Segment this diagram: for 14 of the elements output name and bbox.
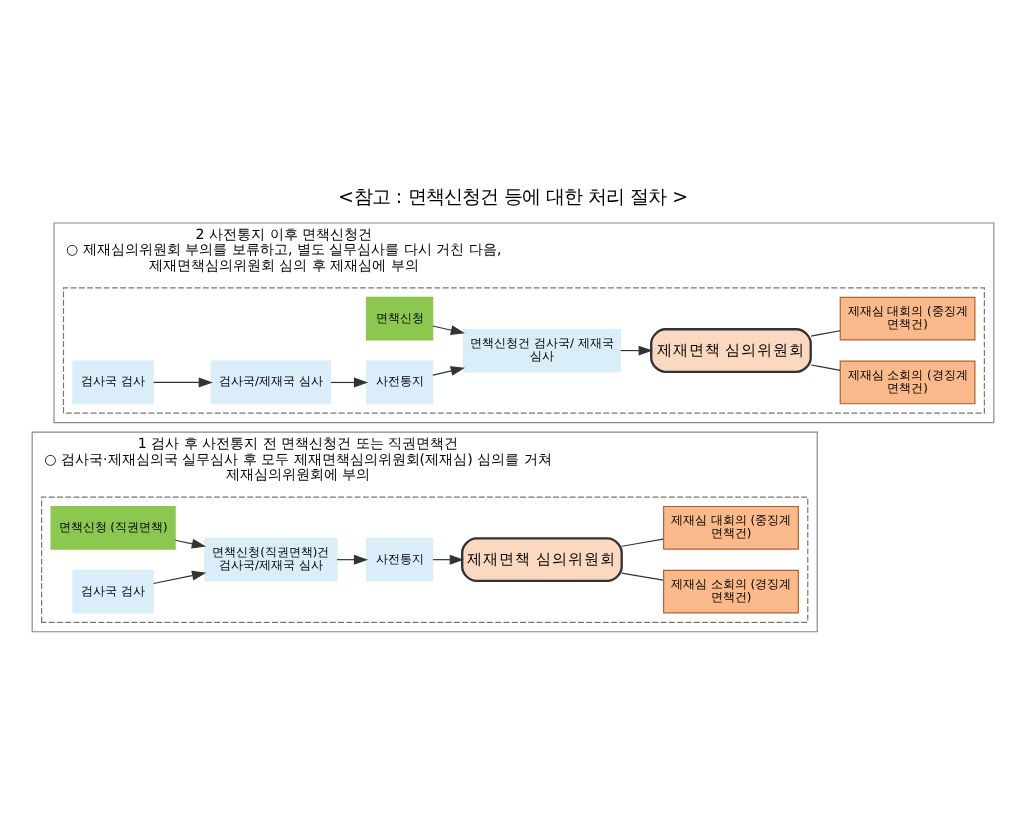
arrow xyxy=(151,377,212,388)
connector xyxy=(620,538,663,547)
cluster xyxy=(40,496,808,623)
arrow xyxy=(431,325,464,335)
arrow xyxy=(431,366,464,376)
arrow xyxy=(173,538,205,549)
connector xyxy=(809,330,840,337)
cluster xyxy=(61,287,984,414)
arrow xyxy=(329,377,368,388)
arrow xyxy=(151,570,206,585)
connector xyxy=(809,364,840,371)
arrow xyxy=(619,345,652,356)
diagram-title: <참고 : 면책신청건 등에 대한 처리 절차 > xyxy=(337,186,687,209)
connector xyxy=(620,572,663,581)
